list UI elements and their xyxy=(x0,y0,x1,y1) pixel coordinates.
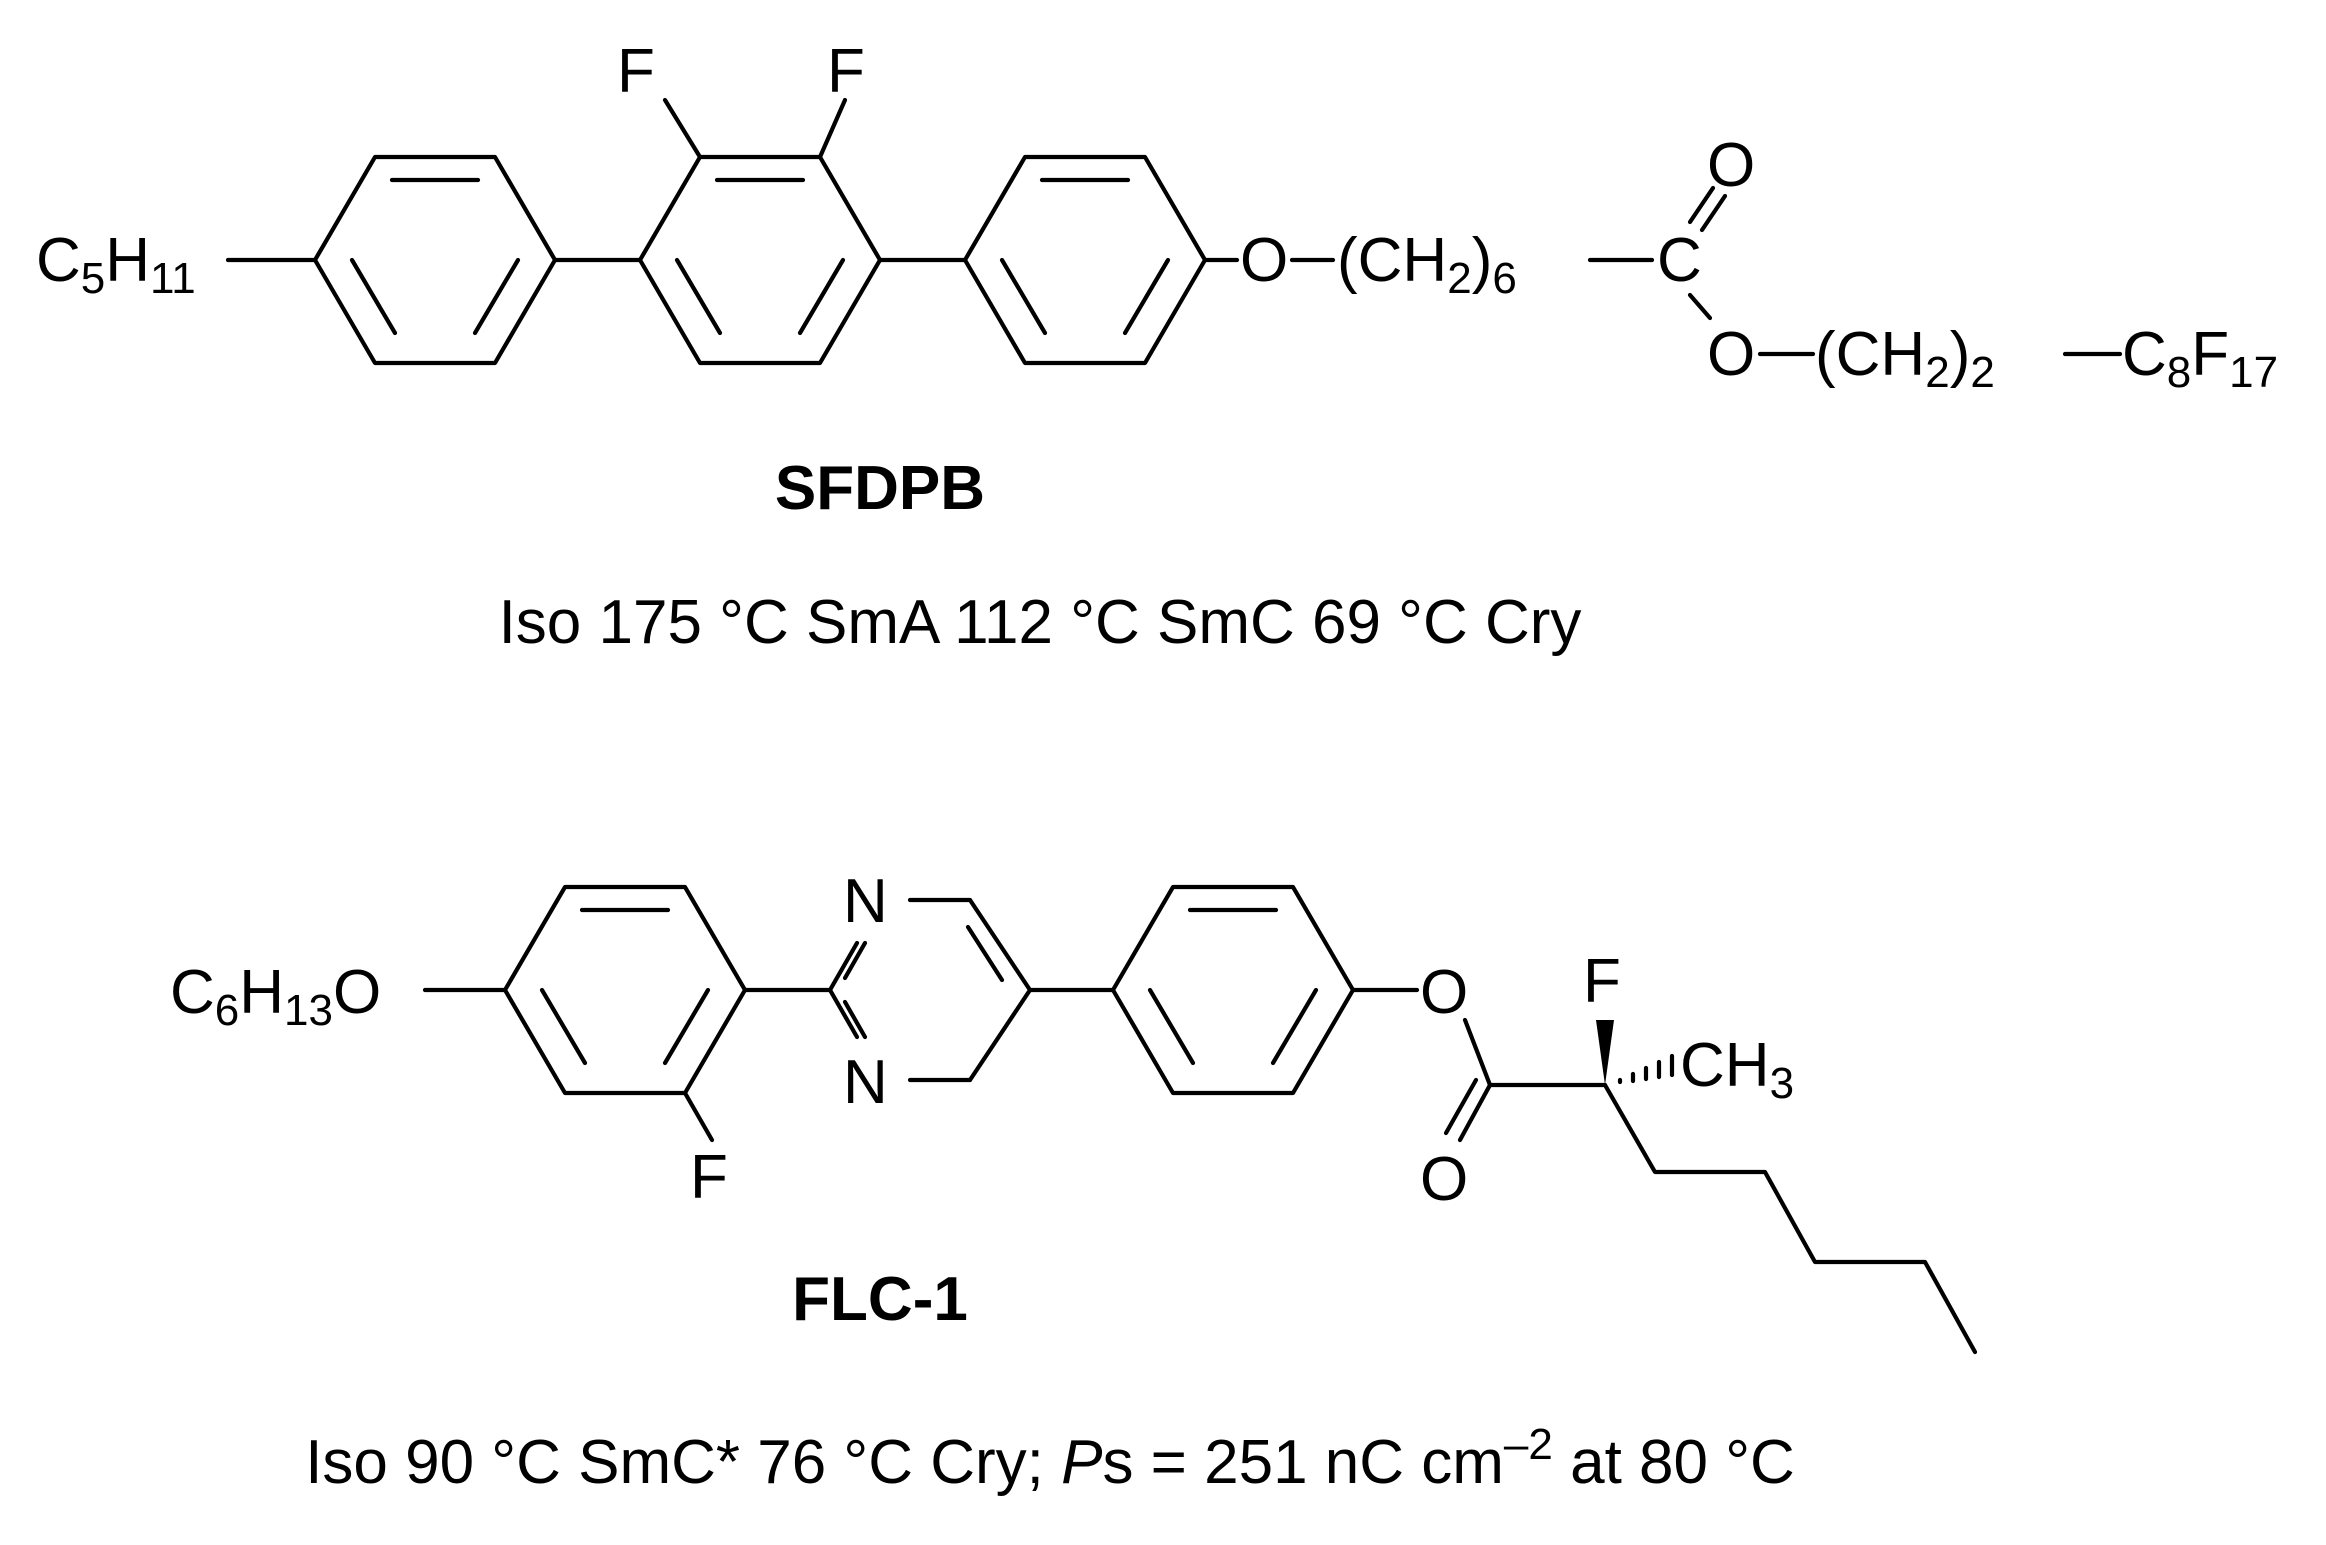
carbonyl-oxygen-label: O xyxy=(1707,131,1755,200)
fluorine-right-label: F xyxy=(827,37,865,106)
ether-oxygen-label: O xyxy=(1240,226,1288,295)
bond-carbonyl-ester-o xyxy=(1687,292,1713,321)
benzene-ring-e xyxy=(1110,884,1356,1096)
wedge-bond-fluorine xyxy=(1596,1020,1614,1085)
hash-bond-methyl xyxy=(1617,1053,1675,1085)
carbonyl-double-bond-a xyxy=(1457,1082,1493,1143)
difluoro-ring-b xyxy=(637,97,883,366)
flc-ester-oxygen-label: O xyxy=(1420,958,1468,1027)
benzene-ring-c xyxy=(962,154,1208,366)
carbonyl-double-bond-b xyxy=(1443,1077,1479,1136)
phase-sequence-flc1: Iso 90 °C SmC* 76 °C Cry; Ps = 251 nC cm… xyxy=(305,1420,1795,1497)
compound-name-sfdpb: SFDPB xyxy=(775,454,985,523)
pyrimidine-n-top-label: N xyxy=(843,867,888,936)
compound-name-flc1: FLC-1 xyxy=(792,1265,968,1334)
stereo-fluorine-label: F xyxy=(1583,947,1621,1016)
pyrimidine-n-bottom-label: N xyxy=(843,1048,888,1117)
sfdpb-structure: C5H11 F F O xyxy=(36,37,2278,397)
tail-ch2-2-label: (CH2)2 xyxy=(1815,320,1995,397)
pyrimidine-ring xyxy=(827,897,1033,1083)
ring-fluorine-label: F xyxy=(690,1143,728,1212)
ester-oxygen-label: O xyxy=(1707,320,1755,389)
flc1-structure: C6H13O F N N xyxy=(170,867,1978,1355)
bond-o-carbonyl xyxy=(1462,1017,1493,1088)
hexyl-chain xyxy=(1602,1082,1978,1355)
methyl-ch3-label: CH3 xyxy=(1680,1031,1794,1108)
carbonyl-double-bond-1 xyxy=(1687,185,1716,225)
carbonyl-carbon-label: C xyxy=(1657,226,1702,295)
phase-sequence-sfdpb: Iso 175 °C SmA 112 °C SmC 69 °C Cry xyxy=(499,588,1582,657)
c5h11-label: C5H11 xyxy=(36,226,196,303)
spacer-ch2-6-label: (CH2)6 xyxy=(1337,226,1517,303)
flc-carbonyl-oxygen-label: O xyxy=(1420,1145,1468,1214)
fluorine-left-label: F xyxy=(617,37,655,106)
fluorophenyl-ring-d xyxy=(502,884,748,1143)
benzene-ring-a xyxy=(312,154,558,366)
perfluoro-c8f17-label: C8F17 xyxy=(2122,320,2278,397)
c6h13o-label: C6H13O xyxy=(170,958,381,1035)
carbonyl-double-bond-2 xyxy=(1699,193,1728,233)
